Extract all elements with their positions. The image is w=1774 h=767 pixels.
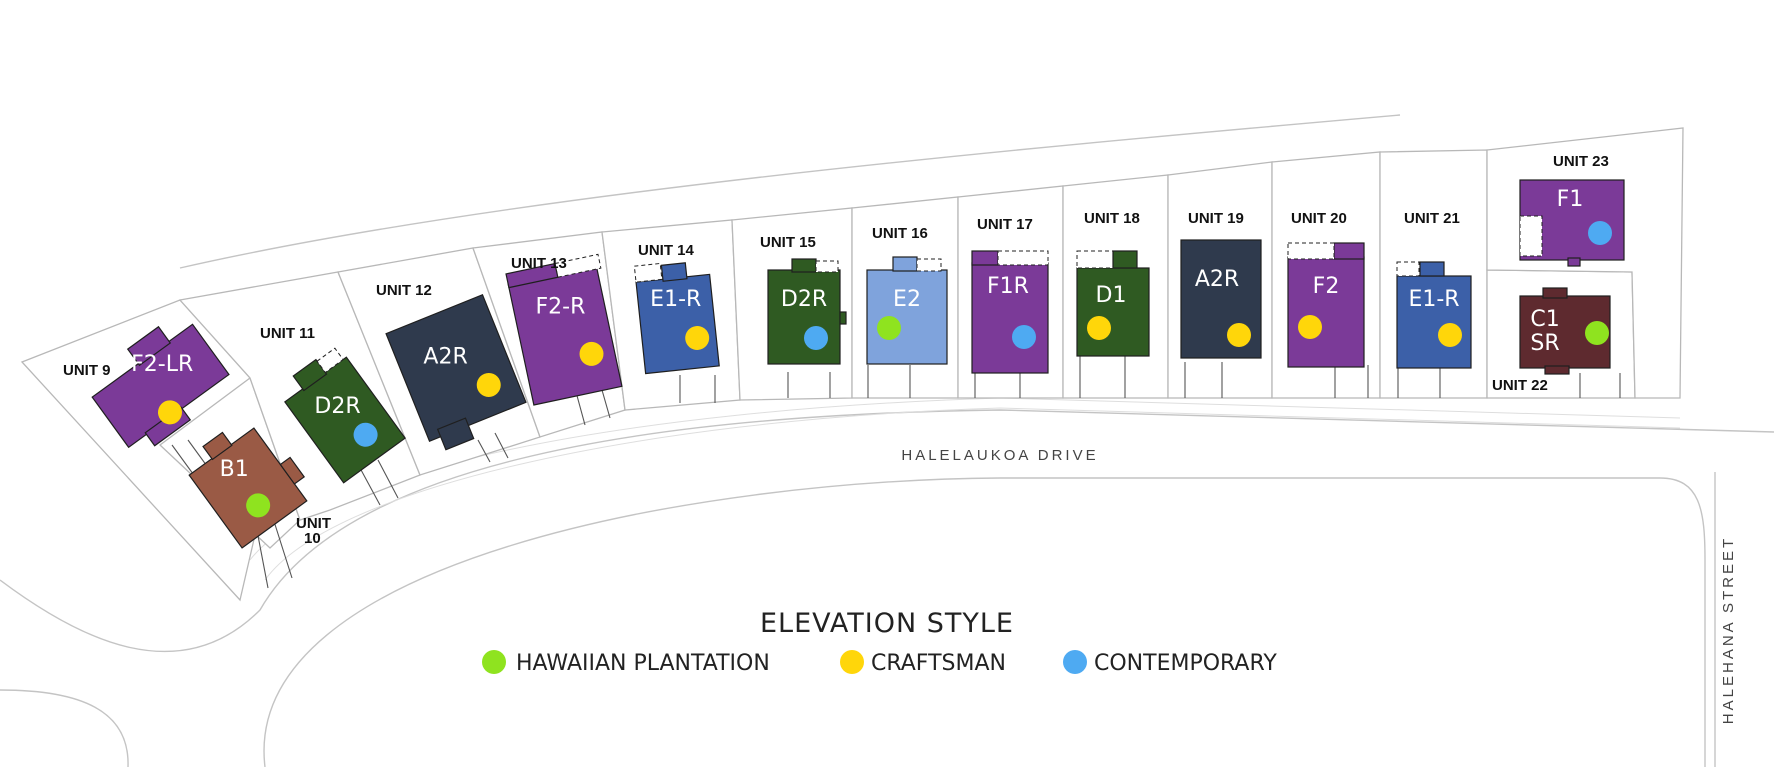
elevation-dot (1298, 315, 1322, 339)
legend: ELEVATION STYLE HAWAIIAN PLANTATION CRAF… (482, 608, 1277, 676)
plan-label: F2-LR (131, 352, 193, 377)
plan-label: F2-R (535, 294, 585, 319)
house-unit-19[interactable]: A2R (1180, 239, 1262, 359)
houses: F2-LR B1 D2R A2R (82, 179, 1625, 549)
sidewalk-line-2 (264, 407, 1681, 581)
unit-label-10-line-1: UNIT (296, 515, 331, 532)
elevation-dot (157, 400, 182, 425)
unit-label-14: UNIT 14 (638, 242, 695, 259)
house-unit-16[interactable]: E2 (866, 256, 948, 365)
elevation-dot (1087, 316, 1111, 340)
unit-label-13: UNIT 13 (511, 255, 567, 272)
elevation-dot (804, 326, 828, 350)
elevation-dot (353, 422, 378, 447)
plan-label-line-1: C1 (1530, 307, 1559, 332)
unit-label-21: UNIT 21 (1404, 210, 1460, 227)
plan-label: F1R (987, 274, 1029, 299)
legend-label-craftsman: CRAFTSMAN (871, 651, 1006, 676)
house-unit-10[interactable]: B1 (180, 409, 316, 549)
unit-label-16: UNIT 16 (872, 225, 928, 242)
unit-label-19: UNIT 19 (1188, 210, 1244, 227)
legend-label-hawaiian-plantation: HAWAIIAN PLANTATION (516, 651, 770, 676)
unit-label-23: UNIT 23 (1553, 153, 1609, 170)
legend-label-contemporary: CONTEMPORARY (1094, 651, 1277, 676)
house-unit-14[interactable]: E1-R (633, 258, 720, 375)
plan-label: A2R (1195, 267, 1239, 292)
house-unit-23[interactable]: F1 (1519, 179, 1625, 267)
corner-curb (0, 689, 129, 767)
elevation-dot (579, 341, 604, 366)
plan-label: B1 (220, 457, 249, 482)
elevation-dot (1438, 323, 1462, 347)
street-label-halelaukoa-drive: HALELAUKOA DRIVE (901, 447, 1098, 464)
elevation-dot (1227, 323, 1251, 347)
plan-label: D2R (314, 394, 360, 419)
unit-label-20: UNIT 20 (1291, 210, 1347, 227)
house-unit-12[interactable]: A2R (385, 293, 531, 454)
unit-label-22: UNIT 22 (1492, 377, 1548, 394)
tract-boundary-north (179, 114, 1401, 269)
house-unit-17[interactable]: F1R (971, 250, 1049, 374)
elevation-dot (246, 493, 271, 518)
house-unit-18[interactable]: D1 (1076, 250, 1150, 357)
house-unit-9[interactable]: F2-LR (82, 310, 238, 459)
unit-label-9: UNIT 9 (63, 362, 111, 379)
plan-label: E1-R (1408, 287, 1459, 312)
elevation-dot (1585, 321, 1609, 345)
legend-dot-contemporary (1063, 650, 1087, 674)
elevation-dot (1588, 221, 1612, 245)
house-unit-20[interactable]: F2 (1287, 242, 1365, 368)
house-unit-21[interactable]: E1-R (1396, 261, 1472, 369)
legend-dot-hawaiian-plantation (482, 650, 506, 674)
halelaukoa-drive-north-curb (0, 409, 1774, 653)
elevation-dot (877, 316, 901, 340)
unit-label-17: UNIT 17 (977, 216, 1033, 233)
unit-label-18: UNIT 18 (1084, 210, 1140, 227)
house-unit-13[interactable]: F2-R (505, 253, 626, 406)
plan-label: F1 (1557, 187, 1584, 212)
plan-label: E1-R (650, 287, 701, 312)
plan-label-line-2: SR (1530, 331, 1559, 356)
elevation-dot (685, 325, 710, 350)
plan-label: D2R (781, 287, 827, 312)
plan-label: F2 (1313, 274, 1340, 299)
unit-label-15: UNIT 15 (760, 234, 816, 251)
unit-label-11: UNIT 11 (260, 325, 315, 342)
legend-title: ELEVATION STYLE (760, 608, 1014, 639)
elevation-dot (1012, 325, 1036, 349)
house-unit-11[interactable]: D2R (275, 344, 406, 484)
plan-label: E2 (893, 287, 921, 312)
halelaukoa-drive-south-curb (263, 477, 1706, 767)
unit-label-12: UNIT 12 (376, 282, 432, 299)
street-label-halehana-street: HALEHANA STREET (1720, 536, 1737, 724)
plan-label: D1 (1096, 283, 1127, 308)
plan-label: A2R (423, 345, 467, 370)
elevation-dot (476, 372, 501, 397)
legend-dot-craftsman (840, 650, 864, 674)
unit-label-10-line-2: 10 (304, 530, 321, 547)
house-unit-15[interactable]: D2R (767, 258, 847, 365)
